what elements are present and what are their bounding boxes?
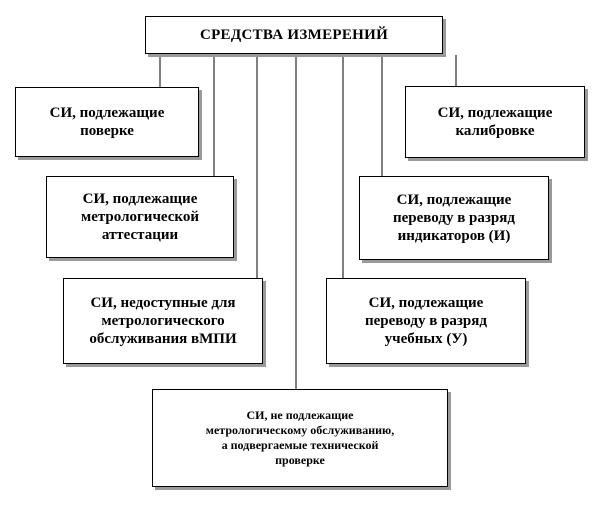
node-calibration: СИ, подлежащие калибровке: [405, 86, 585, 158]
node-unavailable-for-service-text: СИ, недоступные для метрологического обс…: [89, 295, 237, 347]
node-indicators: СИ, подлежащие переводу в разряд индикат…: [359, 176, 549, 260]
node-verification-text: СИ, подлежащие поверке: [49, 105, 165, 139]
title-box: СРЕДСТВА ИЗМЕРЕНИЙ: [145, 16, 443, 54]
node-unavailable-for-service: СИ, недоступные для метрологического обс…: [63, 278, 263, 364]
node-metrological-attestation-text: СИ, подлежащие метрологической аттестаци…: [81, 191, 199, 243]
node-technical-check-text: СИ, не подлежащие метрологическому обслу…: [205, 408, 395, 467]
node-metrological-attestation: СИ, подлежащие метрологической аттестаци…: [46, 176, 234, 258]
node-educational-text: СИ, подлежащие переводу в разряд учебных…: [365, 295, 487, 347]
node-technical-check: СИ, не подлежащие метрологическому обслу…: [152, 389, 448, 487]
title-text: СРЕДСТВА ИЗМЕРЕНИЙ: [199, 27, 389, 43]
node-educational: СИ, подлежащие переводу в разряд учебных…: [326, 278, 526, 364]
node-verification: СИ, подлежащие поверке: [15, 87, 199, 157]
node-calibration-text: СИ, подлежащие калибровке: [437, 105, 553, 139]
node-indicators-text: СИ, подлежащие переводу в разряд индикат…: [393, 192, 515, 244]
